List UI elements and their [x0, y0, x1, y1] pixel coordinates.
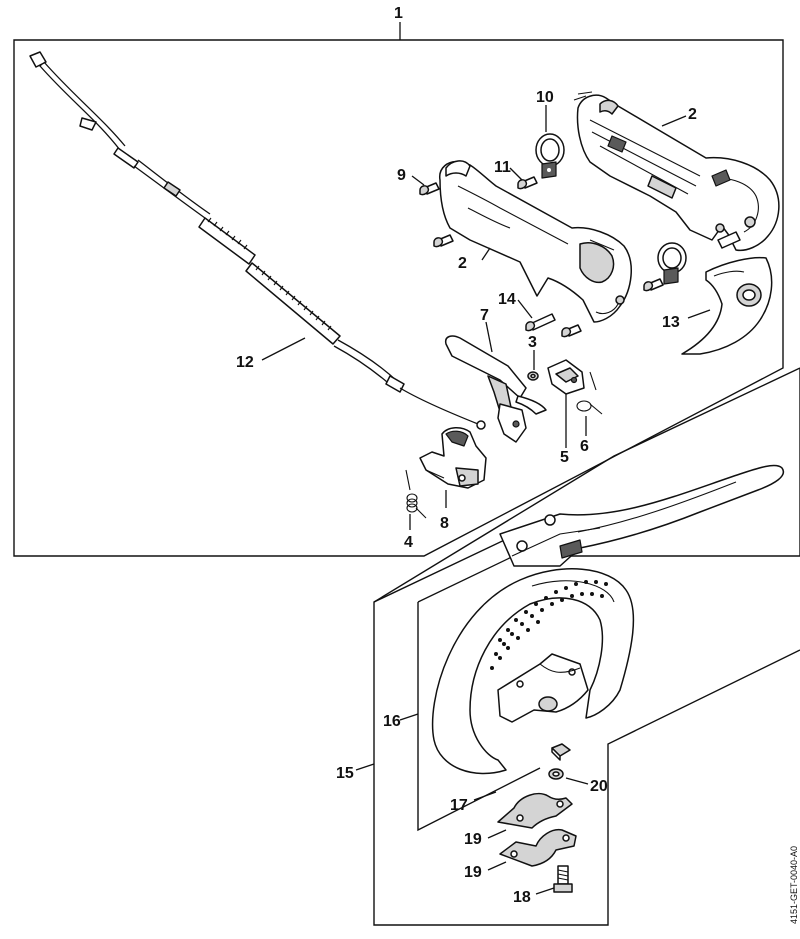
screw-14	[525, 313, 556, 332]
callout-20: 20	[590, 778, 608, 795]
lockout-8	[419, 427, 487, 489]
cover-13	[681, 256, 773, 355]
leader-9	[411, 175, 425, 186]
leader-20	[565, 777, 589, 785]
square-nut	[551, 743, 571, 761]
callout-19b: 19	[464, 864, 482, 881]
callout-4: 4	[404, 534, 413, 551]
leader-13	[687, 309, 711, 319]
callout-17: 17	[450, 797, 468, 814]
callout-18: 18	[513, 889, 531, 906]
screw-lower	[433, 234, 454, 248]
spring-6	[576, 371, 603, 415]
clamp-lower	[657, 242, 687, 285]
throttle-cable	[29, 51, 486, 430]
callout-13: 13	[662, 314, 680, 331]
callout-3: 3	[528, 334, 537, 351]
assembly-1-frame	[13, 22, 784, 557]
screw-9	[419, 182, 440, 196]
callout-5: 5	[560, 449, 569, 466]
leader-19a	[487, 829, 507, 839]
torsion-spring-4	[405, 469, 427, 519]
leader-17	[473, 791, 497, 801]
leader-14	[517, 299, 533, 319]
callout-7: 7	[480, 307, 489, 324]
leader-2b	[481, 247, 491, 261]
leader-12	[261, 337, 306, 361]
leader-7	[485, 321, 493, 353]
callout-12: 12	[236, 354, 254, 371]
grip-dots	[490, 580, 608, 670]
leader-18	[535, 887, 555, 895]
leader-2a	[661, 115, 687, 127]
leader-16	[399, 713, 419, 721]
callout-1: 1	[394, 5, 403, 22]
clamp-half-19b	[499, 828, 577, 867]
leader-11	[509, 167, 523, 181]
screw-11	[517, 176, 538, 190]
callout-10: 10	[536, 89, 554, 106]
loop-handle-16	[431, 568, 635, 775]
reference-code: 4151-GET-0040-A0	[789, 846, 799, 924]
clamp-half-19a	[497, 792, 573, 829]
bolt-18	[553, 865, 573, 893]
throttle-trigger-7	[444, 335, 547, 443]
callout-2b: 2	[458, 255, 467, 272]
callout-8: 8	[440, 515, 449, 532]
lock-lever-5	[547, 359, 585, 395]
leader-19b	[487, 861, 507, 871]
barrier-bar	[499, 464, 785, 567]
callout-2a: 2	[688, 106, 697, 123]
clamp-10	[535, 133, 565, 179]
leader-15	[355, 763, 375, 771]
handle-housing-left	[439, 160, 632, 323]
nut-3	[527, 371, 539, 381]
callout-14: 14	[498, 291, 516, 308]
callout-6: 6	[580, 438, 589, 455]
callout-15: 15	[336, 765, 354, 782]
callout-11: 11	[494, 159, 511, 176]
handle-housing-right	[573, 91, 780, 252]
washer-20	[548, 768, 564, 780]
callout-16: 16	[383, 713, 401, 730]
screw-clamp-lower	[643, 278, 664, 292]
callout-9: 9	[397, 167, 406, 184]
callout-19a: 19	[464, 831, 482, 848]
screw-14b	[561, 324, 582, 338]
